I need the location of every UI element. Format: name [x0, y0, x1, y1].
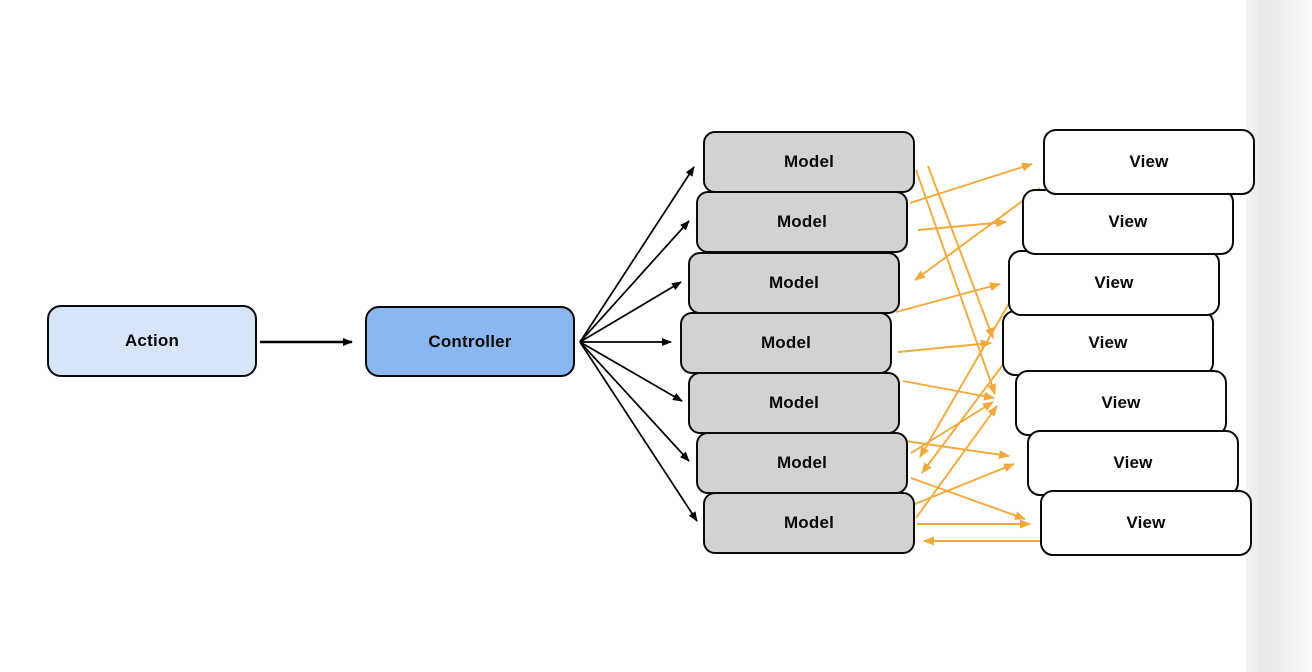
- view-label: View: [1126, 513, 1166, 532]
- model-label: Model: [783, 152, 835, 171]
- control-flow-arrow: [579, 166, 695, 343]
- model-view-arrow: [904, 440, 1010, 460]
- model-view-arrow: [914, 187, 1041, 281]
- model-view-arrow: [910, 401, 994, 454]
- model-view-arrow: [915, 405, 998, 519]
- model-view-arrow: [897, 339, 992, 353]
- model-node-7: Model: [703, 492, 915, 554]
- control-flow-arrow: [579, 341, 683, 402]
- model-label: Model: [783, 513, 835, 532]
- model-view-arrow: [927, 165, 994, 339]
- model-label: Model: [776, 212, 828, 231]
- controller-node: Controller: [365, 306, 575, 377]
- view-label: View: [1129, 152, 1169, 171]
- model-view-arrow: [921, 361, 1006, 474]
- model-label: Model: [768, 273, 820, 292]
- model-node-5: Model: [688, 372, 900, 434]
- view-node-4: View: [1002, 310, 1214, 376]
- model-view-arrow: [909, 463, 1015, 507]
- model-view-arrow: [909, 162, 1033, 204]
- model-node-3: Model: [688, 252, 900, 314]
- model-view-arrow: [902, 380, 995, 401]
- action-node: Action: [47, 305, 257, 377]
- model-label: Model: [768, 393, 820, 412]
- view-node-6: View: [1027, 430, 1239, 496]
- view-node-5: View: [1015, 370, 1227, 436]
- edge-group: [260, 162, 1041, 546]
- view-node-2: View: [1022, 189, 1234, 255]
- model-node-1: Model: [703, 131, 915, 193]
- model-view-arrow: [910, 477, 1026, 520]
- model-node-2: Model: [696, 191, 908, 253]
- control-flow-arrow: [579, 341, 690, 462]
- control-flow-arrow: [579, 220, 690, 343]
- model-node-4: Model: [680, 312, 892, 374]
- view-label: View: [1088, 333, 1128, 352]
- control-flow-arrow: [579, 281, 682, 343]
- view-label: View: [1101, 393, 1141, 412]
- model-view-arrow: [895, 282, 1001, 313]
- view-label: View: [1094, 273, 1134, 292]
- view-label: View: [1108, 212, 1148, 231]
- view-node-1: View: [1043, 129, 1255, 195]
- model-label: Model: [760, 333, 812, 352]
- control-flow-arrow: [579, 341, 698, 522]
- view-label: View: [1113, 453, 1153, 472]
- action-label: Action: [124, 331, 180, 350]
- model-view-arrow: [919, 299, 1012, 458]
- model-view-arrow: [915, 169, 996, 395]
- model-node-6: Model: [696, 432, 908, 494]
- view-node-3: View: [1008, 250, 1220, 316]
- controller-label: Controller: [428, 331, 512, 351]
- page-edge-gradient: [1246, 0, 1312, 672]
- model-label: Model: [776, 453, 828, 472]
- view-node-7: View: [1040, 490, 1252, 556]
